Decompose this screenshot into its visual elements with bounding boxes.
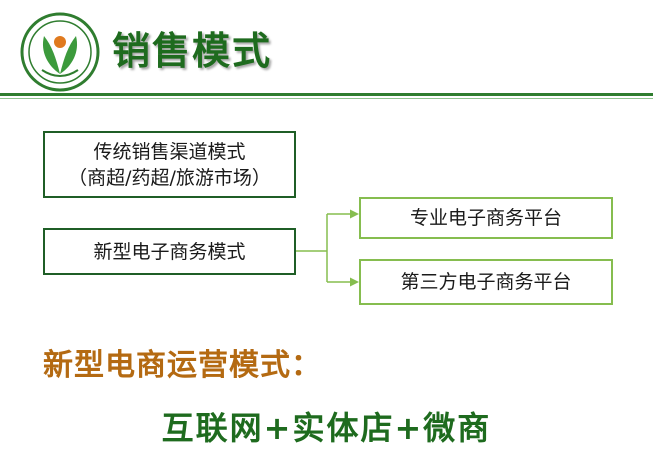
header-divider [0,93,653,96]
arrow-head-bottom [350,277,359,287]
third-party-platform-box: 第三方电子商务平台 [359,259,613,305]
traditional-sales-label: 传统销售渠道模式 [93,140,246,163]
professional-platform-box: 专业电子商务平台 [359,197,613,239]
business-formula: 互联网+实体店+微商 [161,409,492,447]
logo-emblem [20,12,100,92]
header-divider-thin [0,98,653,99]
new-ecommerce-label: 新型电子商务模式 [93,240,246,263]
section-subtitle: 新型电商运营模式： [43,348,322,383]
traditional-sales-box: 传统销售渠道模式 （商超/药超/旅游市场） [43,131,296,198]
traditional-sales-channels: （商超/药超/旅游市场） [68,166,271,189]
third-party-platform-label: 第三方电子商务平台 [400,271,572,293]
page-title: 销售模式 [112,29,273,73]
professional-platform-label: 专业电子商务平台 [409,207,562,229]
new-ecommerce-box: 新型电子商务模式 [43,228,296,275]
arrow-head-top [350,209,359,219]
